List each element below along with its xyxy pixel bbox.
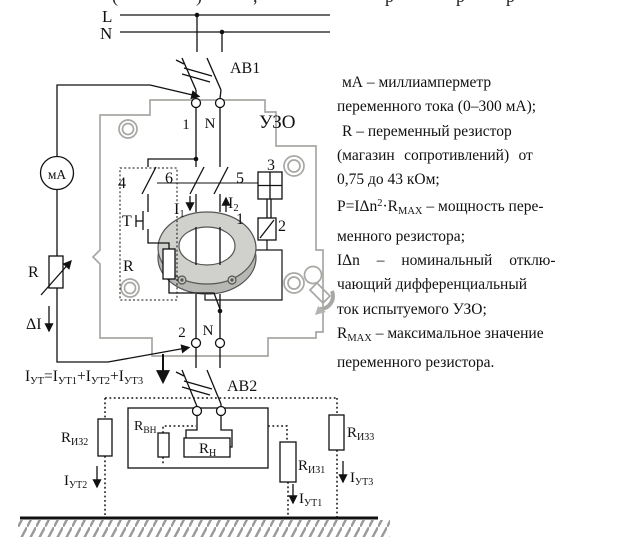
mounting-hole xyxy=(287,159,301,173)
caption-fragment: р xyxy=(456,0,465,6)
caption-fragment: ( xyxy=(112,0,118,6)
label-iut1: IУТ1 xyxy=(299,491,322,509)
meter-branch xyxy=(39,84,201,363)
breaker-ab2 xyxy=(156,337,226,407)
ground xyxy=(18,516,390,537)
legend-line: R – переменный резистор xyxy=(342,122,512,140)
label-iut2: IУТ2 xyxy=(64,473,87,491)
label-branch-resistor: R xyxy=(28,264,39,281)
legend-line: IΔn – номинальный отклю- xyxy=(337,252,556,270)
resistor-riz1 xyxy=(279,441,297,483)
legend-line: 0,75 до 43 кОм; xyxy=(337,171,440,189)
label-terminal-n-top: N xyxy=(205,116,216,132)
label-line-n: N xyxy=(100,24,112,43)
resistor-riz2 xyxy=(97,418,113,457)
internal-resistor-rvn xyxy=(157,432,170,458)
mounting-hole xyxy=(287,276,301,290)
terminal-n-top xyxy=(214,97,226,109)
label-formula-iut: IУТ=IУТ1+IУТ2+IУТ3 xyxy=(25,368,143,387)
test-circuit xyxy=(119,167,221,310)
insulation-resistors xyxy=(92,414,348,505)
label-num-1: 1 xyxy=(236,211,244,228)
supply-lines xyxy=(120,12,330,52)
label-test-button: Т xyxy=(122,213,132,230)
label-rvn: RВН xyxy=(134,419,157,436)
mounting-hole xyxy=(123,281,137,295)
test-resistor xyxy=(162,248,176,280)
caption-fragment: р xyxy=(385,0,394,6)
label-num-4: 4 xyxy=(118,175,126,192)
label-riz2: RИЗ2 xyxy=(61,430,88,448)
mounting-hole xyxy=(283,155,305,177)
load-resistor-rn xyxy=(183,437,231,458)
label-terminal-1: 1 xyxy=(182,117,190,133)
mounting-hole xyxy=(118,119,138,139)
legend-line: чающий дифференциальный xyxy=(337,276,528,294)
legend-line: RМАХ – максимальное значение xyxy=(337,324,544,344)
caption-fragment: , xyxy=(253,0,258,6)
label-num-6: 6 xyxy=(165,170,173,187)
terminal-n-bottom xyxy=(214,337,226,349)
label-terminal-n-bottom: N xyxy=(203,323,214,339)
contact-neutral-blade xyxy=(213,166,229,195)
resistor-riz3 xyxy=(328,414,345,451)
label-ab1: АВ1 xyxy=(230,60,260,77)
caption-fragment: р xyxy=(506,0,515,6)
legend-line: мА – миллиамперметр xyxy=(342,74,492,91)
label-num-2: 2 xyxy=(278,218,286,235)
label-line-l: L xyxy=(102,7,112,26)
label-i2: I2 xyxy=(228,195,239,214)
label-i1: I1 xyxy=(174,201,185,220)
legend-line: переменного резистора. xyxy=(337,354,495,372)
mounting-hole xyxy=(121,122,135,136)
load-box xyxy=(127,405,269,469)
label-test-resistor: R xyxy=(123,258,134,275)
label-terminal-2: 2 xyxy=(178,325,186,341)
rcd-toggle-lever xyxy=(303,265,335,315)
label-iut3: IУТ3 xyxy=(350,470,373,488)
contact-phase-blade xyxy=(189,166,205,195)
label-num-5: 5 xyxy=(236,170,244,187)
rcd-internals xyxy=(141,97,283,339)
legend-line: P=IΔn2·RМАХ – мощность пере- xyxy=(337,198,544,218)
legend-line: менного резистора; xyxy=(337,227,465,245)
legend-line: (магазин сопротивлений) от xyxy=(337,146,533,164)
label-riz3: RИЗ3 xyxy=(347,425,374,443)
label-riz1: RИЗ1 xyxy=(298,458,325,476)
terminal-2 xyxy=(190,337,202,349)
mounting-hole xyxy=(283,272,305,294)
legend-line: переменного тока (0–300 мА); xyxy=(337,98,537,116)
leakage-network xyxy=(104,397,338,518)
label-ab2: АВ2 xyxy=(227,378,257,395)
variable-resistor xyxy=(48,255,64,289)
label-milliammeter: мА xyxy=(48,167,67,182)
legend-text: мА – миллиамперметр переменного тока (0–… xyxy=(337,71,623,376)
mounting-hole xyxy=(120,278,140,298)
label-uzo: УЗО xyxy=(259,112,295,133)
label-num-3: 3 xyxy=(267,157,275,174)
label-delta-i: ΔI xyxy=(26,316,42,333)
label-rn: RН xyxy=(199,441,216,459)
contact-6-blade xyxy=(141,166,157,195)
rcd-housing xyxy=(91,99,335,357)
differential-transformer-toroid xyxy=(157,211,257,295)
legend-line: ток испытуемого УЗО; xyxy=(337,300,487,318)
breaker-ab1 xyxy=(175,57,222,99)
caption-fragment: ) xyxy=(196,0,202,6)
terminal-1 xyxy=(190,97,202,109)
diagram-labels: L N АВ1 УЗО 1 N 2 N 4 6 5 3 2 1 Т R I1 I… xyxy=(25,7,374,509)
